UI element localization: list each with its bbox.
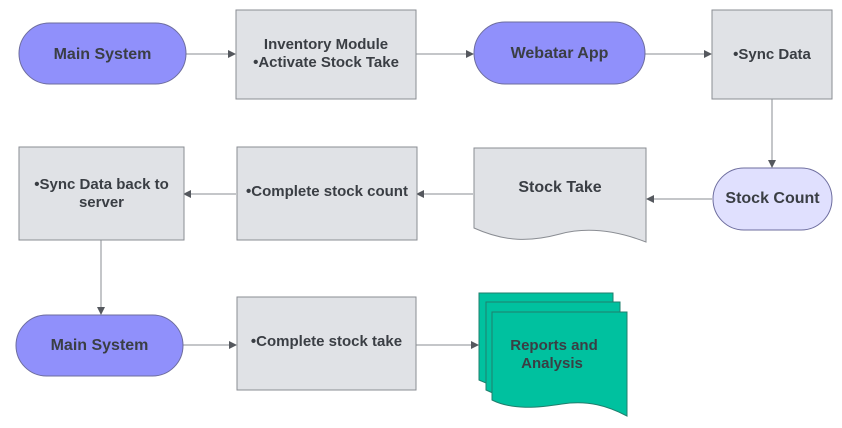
node-label-line2: server bbox=[79, 194, 124, 211]
node-label: Stock Count bbox=[725, 190, 820, 207]
node-label-line2: •Activate Stock Take bbox=[253, 54, 399, 71]
node-main-system-bottom[interactable]: Main System bbox=[15, 314, 184, 377]
node-webatar-app[interactable]: Webatar App bbox=[473, 21, 646, 85]
node-label: Main System bbox=[51, 337, 149, 354]
node-sync-data-back[interactable]: •Sync Data back to server bbox=[18, 146, 185, 241]
node-label: Stock Take bbox=[518, 179, 601, 196]
node-label: •Sync Data bbox=[733, 46, 811, 63]
node-label: •Complete stock count bbox=[246, 183, 408, 200]
node-label: Main System bbox=[54, 46, 152, 63]
multidoc-front-sheet bbox=[491, 311, 628, 417]
node-reports-analysis[interactable]: Reports and Analysis bbox=[478, 292, 628, 417]
node-label: •Complete stock take bbox=[251, 333, 402, 350]
node-sync-data[interactable]: •Sync Data bbox=[711, 9, 833, 100]
node-main-system-top[interactable]: Main System bbox=[18, 22, 187, 85]
node-complete-stock-take[interactable]: •Complete stock take bbox=[236, 296, 417, 391]
node-label-line1: •Sync Data back to bbox=[34, 176, 168, 193]
node-inventory-module[interactable]: Inventory Module •Activate Stock Take bbox=[235, 9, 417, 100]
node-label-line1: Reports and bbox=[510, 337, 598, 354]
node-label: Webatar App bbox=[511, 45, 609, 62]
node-complete-stock-count[interactable]: •Complete stock count bbox=[236, 146, 418, 241]
node-label-line2: Analysis bbox=[521, 355, 583, 372]
node-label-line1: Inventory Module bbox=[264, 36, 388, 53]
node-stock-take[interactable]: Stock Take bbox=[473, 147, 647, 243]
edges bbox=[97, 50, 776, 349]
node-stock-count[interactable]: Stock Count bbox=[712, 167, 833, 231]
